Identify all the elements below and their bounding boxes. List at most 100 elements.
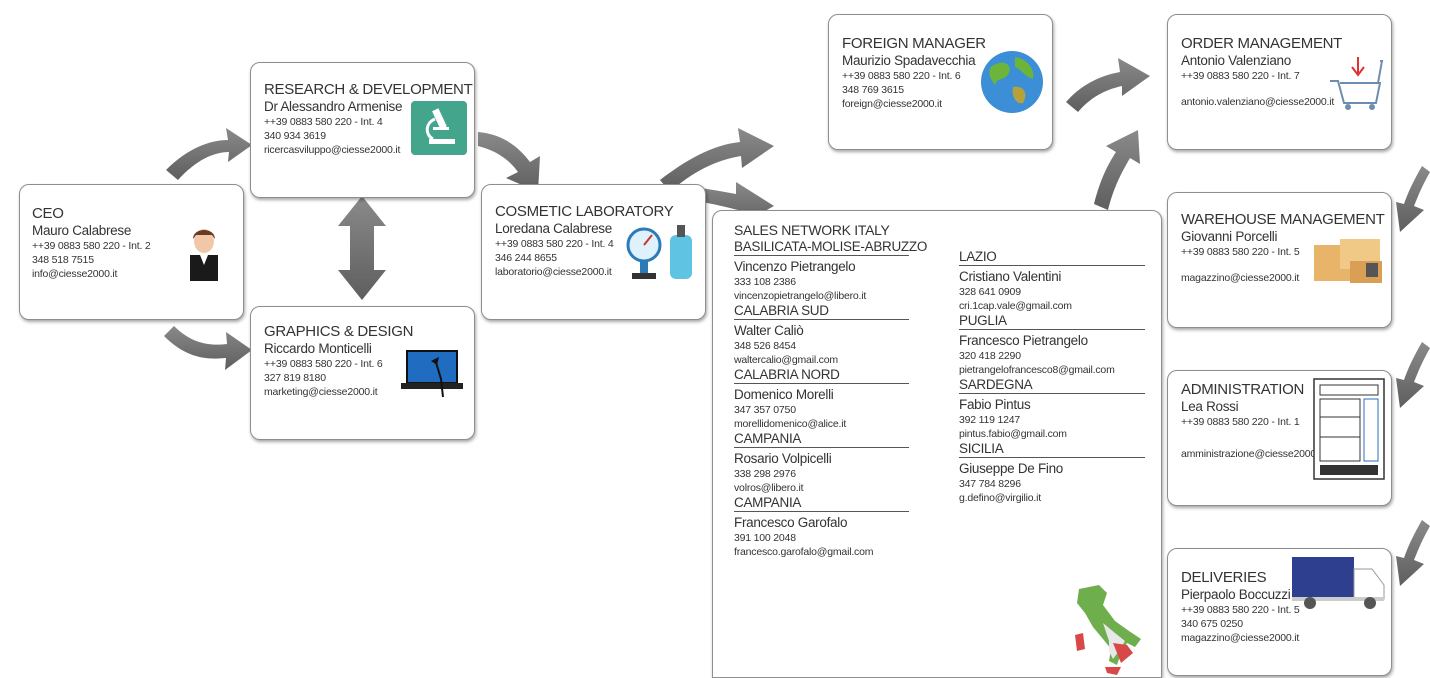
region-heading: CALABRIA SUD xyxy=(734,303,909,320)
rep-phone: 391 100 2048 xyxy=(734,532,796,544)
warehouse-title: WAREHOUSE MANAGEMENT xyxy=(1181,211,1385,228)
rep-name: Walter Caliò xyxy=(734,323,804,338)
graphics-box: GRAPHICS & DESIGN Riccardo Monticelli ++… xyxy=(250,306,475,440)
admin-title: ADMINISTRATION xyxy=(1181,381,1305,398)
lab-instruments-icon xyxy=(626,225,692,279)
rep-name: Rosario Volpicelli xyxy=(734,451,832,466)
sales-region-left-3: CAMPANIA Rosario Volpicelli 338 298 2976 vo… xyxy=(734,431,909,495)
arrow-sales-to-foreign xyxy=(1094,130,1140,210)
arrow-ceo-to-rd xyxy=(166,128,252,180)
rep-phone: 392 119 1247 xyxy=(959,414,1021,426)
admin-box: ADMINISTRATION Lea Rossi ++39 0883 580 2… xyxy=(1167,370,1392,506)
ceo-email: info@ciesse2000.it xyxy=(32,268,118,280)
person-icon xyxy=(190,229,218,281)
shopping-cart-icon xyxy=(1330,57,1384,110)
sales-region-left-1: CALABRIA SUD Walter Caliò 348 526 8454 walt… xyxy=(734,303,909,367)
arrow-rd-graphics xyxy=(338,196,386,300)
globe-icon xyxy=(981,51,1043,113)
lab-name: Loredana Calabrese xyxy=(495,221,612,236)
rep-email: cri.1cap.vale@gmail.com xyxy=(959,300,1072,312)
rep-name: Vincenzo Pietrangelo xyxy=(734,259,856,274)
region-heading: LAZIO xyxy=(959,249,1145,266)
rep-phone: 347 357 0750 xyxy=(734,404,796,416)
deliveries-title: DELIVERIES xyxy=(1181,569,1267,586)
sales-region-left-0: BASILICATA-MOLISE-ABRUZZO Vincenzo Pietra… xyxy=(734,239,928,303)
rep-email: volros@libero.it xyxy=(734,482,804,494)
graphics-name: Riccardo Monticelli xyxy=(264,341,372,356)
rep-name: Fabio Pintus xyxy=(959,397,1031,412)
admin-phone: ++39 0883 580 220 - Int. 1 xyxy=(1181,416,1300,428)
rd-mobile: 340 934 3619 xyxy=(264,130,326,142)
foreign-title: FOREIGN MANAGER xyxy=(842,35,986,52)
lab-box: COSMETIC LABORATORY Loredana Calabrese +… xyxy=(481,184,706,320)
rep-phone: 328 641 0909 xyxy=(959,286,1021,298)
sales-box: SALES NETWORK ITALY BASILICATA-MOLISE-AB… xyxy=(712,210,1162,678)
rep-name: Francesco Garofalo xyxy=(734,515,848,530)
rep-phone: 348 526 8454 xyxy=(734,340,796,352)
rep-email: pietrangelofrancesco8@gmail.com xyxy=(959,364,1115,376)
region-heading: CALABRIA NORD xyxy=(734,367,909,384)
rd-title: RESEARCH & DEVELOPMENT xyxy=(264,81,473,98)
lab-title: COSMETIC LABORATORY xyxy=(495,203,674,220)
foreign-mobile: 348 769 3615 xyxy=(842,84,904,96)
boxes-icon xyxy=(1314,239,1382,283)
sales-region-left-2: CALABRIA NORD Domenico Morelli 347 357 075… xyxy=(734,367,909,431)
deliveries-name: Pierpaolo Boccuzzi xyxy=(1181,587,1291,602)
arrow-warehouse-to-admin xyxy=(1396,342,1430,408)
ceo-box: CEO Mauro Calabrese ++39 0883 580 220 - … xyxy=(19,184,244,320)
ceo-name: Mauro Calabrese xyxy=(32,223,132,238)
rep-name: Domenico Morelli xyxy=(734,387,834,402)
warehouse-name: Giovanni Porcelli xyxy=(1181,229,1278,244)
rep-email: vincenzopietrangelo@libero.it xyxy=(734,290,867,302)
rep-name: Giuseppe De Fino xyxy=(959,461,1064,476)
region-heading: BASILICATA-MOLISE-ABRUZZO xyxy=(734,239,928,256)
admin-email: amministrazione@ciesse2000.it xyxy=(1181,448,1324,460)
rd-box: RESEARCH & DEVELOPMENT Dr Alessandro Arm… xyxy=(250,62,475,198)
arrow-lab-to-foreign xyxy=(660,128,774,192)
deliveries-email: magazzino@ciesse2000.it xyxy=(1181,632,1300,644)
region-heading: PUGLIA xyxy=(959,313,1145,330)
rep-email: waltercalio@gmail.com xyxy=(734,354,838,366)
document-icon xyxy=(1313,378,1385,480)
graphics-phone: ++39 0883 580 220 - Int. 6 xyxy=(264,358,383,370)
foreign-email: foreign@ciesse2000.it xyxy=(842,98,942,110)
foreign-box: FOREIGN MANAGER Maurizio Spadavecchia ++… xyxy=(828,14,1053,150)
lab-phone: ++39 0883 580 220 - Int. 4 xyxy=(495,238,614,250)
microscope-icon xyxy=(411,101,467,155)
rep-email: francesco.garofalo@gmail.com xyxy=(734,546,874,558)
rd-phone: ++39 0883 580 220 - Int. 4 xyxy=(264,116,383,128)
arrow-admin-to-deliveries xyxy=(1396,520,1430,586)
rep-phone: 320 418 2290 xyxy=(959,350,1021,362)
order-email: antonio.valenziano@ciesse2000.it xyxy=(1181,96,1335,108)
order-name: Antonio Valenziano xyxy=(1181,53,1291,68)
sales-title: SALES NETWORK ITALY xyxy=(734,222,890,238)
arrow-ceo-to-graphics xyxy=(164,326,252,370)
order-phone: ++39 0883 580 220 - Int. 7 xyxy=(1181,70,1300,82)
arrow-order-to-warehouse xyxy=(1396,166,1430,232)
warehouse-box: WAREHOUSE MANAGEMENT Giovanni Porcelli +… xyxy=(1167,192,1392,328)
warehouse-phone: ++39 0883 580 220 - Int. 5 xyxy=(1181,246,1300,258)
foreign-name: Maurizio Spadavecchia xyxy=(842,53,976,68)
delivery-truck-icon xyxy=(1292,557,1385,609)
admin-name: Lea Rossi xyxy=(1181,399,1239,414)
order-title: ORDER MANAGEMENT xyxy=(1181,35,1343,52)
arrow-rd-to-lab xyxy=(478,132,540,192)
lab-email: laboratorio@ciesse2000.it xyxy=(495,266,612,278)
lab-mobile: 346 244 8655 xyxy=(495,252,557,264)
ceo-phone: ++39 0883 580 220 - Int. 2 xyxy=(32,240,151,252)
rep-phone: 347 784 8296 xyxy=(959,478,1021,490)
deliveries-phone: ++39 0883 580 220 - Int. 5 xyxy=(1181,604,1300,616)
ceo-mobile: 348 518 7515 xyxy=(32,254,94,266)
laptop-icon xyxy=(401,350,463,398)
warehouse-email: magazzino@ciesse2000.it xyxy=(1181,272,1300,284)
italy-map-icon xyxy=(1075,585,1141,675)
deliveries-mobile: 340 675 0250 xyxy=(1181,618,1243,630)
rep-phone: 338 298 2976 xyxy=(734,468,796,480)
foreign-phone: ++39 0883 580 220 - Int. 6 xyxy=(842,70,961,82)
region-heading: CAMPANIA xyxy=(734,431,909,448)
